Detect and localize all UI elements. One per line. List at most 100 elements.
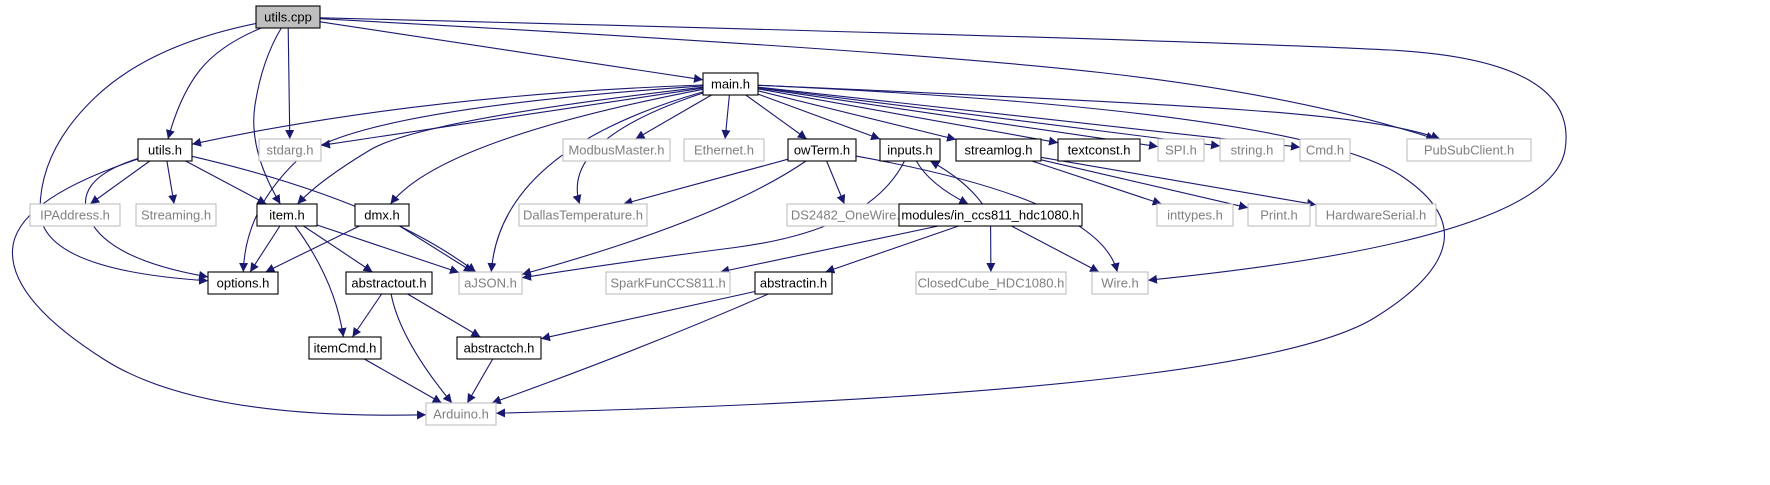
node-label-ccs811_h: modules/in_ccs811_hdc1080.h — [901, 208, 1079, 223]
edge-main_h-to-options_h — [239, 85, 704, 273]
node-box-utils_h[interactable] — [137, 138, 193, 162]
node-box-sparkfun_h — [605, 271, 731, 295]
node-utils_h[interactable]: utils.h — [137, 138, 193, 162]
node-box-streaming_h — [135, 203, 217, 227]
node-box-ccs811_h[interactable] — [898, 203, 1083, 227]
edge-main_h-to-owterm_h — [745, 94, 808, 140]
node-main_h[interactable]: main.h — [702, 72, 759, 96]
node-box-arduino_h — [425, 402, 497, 426]
edge-main_h-to-item_h — [296, 86, 704, 205]
node-abstractch_h[interactable]: abstractch.h — [456, 336, 542, 360]
node-box-textconst_h[interactable] — [1057, 138, 1141, 162]
edge-utils_cpp-to-main_h — [319, 21, 704, 83]
node-label-print_h: Print.h — [1260, 208, 1298, 223]
node-cmd_h: Cmd.h — [1299, 138, 1351, 162]
edge-streamlog_h-to-inttypes_h — [1031, 160, 1162, 206]
node-box-hwserial_h — [1315, 203, 1437, 227]
node-box-closedcube_h — [915, 271, 1067, 295]
node-box-itemcmd_h[interactable] — [308, 336, 382, 360]
node-label-string_h: string.h — [1231, 143, 1274, 158]
node-label-ajson_h: aJSON.h — [464, 276, 517, 291]
edge-utils_h-to-item_h — [185, 160, 267, 205]
edge-streamlog_h-to-hwserial_h — [1040, 156, 1317, 208]
node-box-utils_cpp[interactable] — [255, 5, 321, 29]
node-box-options_h[interactable] — [207, 271, 279, 295]
node-box-abstractout_h[interactable] — [345, 271, 433, 295]
node-box-inputs_h[interactable] — [879, 138, 941, 162]
edge-abstractin_h-to-abstractch_h — [540, 290, 756, 342]
node-box-main_h[interactable] — [702, 72, 759, 96]
node-item_h[interactable]: item.h — [256, 203, 318, 227]
edge-streamlog_h-to-print_h — [1040, 159, 1249, 211]
node-inttypes_h: inttypes.h — [1156, 203, 1234, 227]
node-box-item_h[interactable] — [256, 203, 318, 227]
edge-main_h-to-string_h — [757, 86, 1221, 150]
edge-layer — [11, 17, 1567, 420]
node-textconst_h[interactable]: textconst.h — [1057, 138, 1141, 162]
node-modbus_h: ModbusMaster.h — [562, 138, 671, 162]
node-ds2482_h: DS2482_OneWire.h — [786, 203, 912, 227]
edge-abstractout_h-to-abstractch_h — [407, 293, 481, 338]
edge-dmx_h-to-ajson_h — [399, 225, 474, 273]
edge-owterm_h-to-ajson_h — [521, 160, 807, 277]
node-box-ipaddress_h — [29, 203, 121, 227]
node-abstractout_h[interactable]: abstractout.h — [345, 271, 433, 295]
node-box-print_h — [1247, 203, 1311, 227]
edge-ccs811_h-to-wire_h — [1011, 225, 1100, 273]
node-ccs811_h[interactable]: modules/in_ccs811_hdc1080.h — [898, 203, 1083, 227]
edge-utils_h-to-streaming_h — [166, 160, 178, 205]
node-ethernet_h: Ethernet.h — [683, 138, 765, 162]
node-spi_h: SPI.h — [1157, 138, 1205, 162]
node-label-options_h: options.h — [217, 276, 270, 291]
edge-main_h-to-stdarg_h — [320, 87, 704, 149]
edge-utils_cpp-to-item_h — [253, 27, 282, 205]
edge-ccs811_h-to-sparkfun_h — [720, 225, 939, 275]
node-ipaddress_h: IPAddress.h — [29, 203, 121, 227]
node-label-abstractout_h: abstractout.h — [351, 276, 426, 291]
node-dmx_h[interactable]: dmx.h — [354, 203, 410, 227]
node-box-wire_h — [1091, 271, 1149, 295]
edge-main_h-to-ajson_h — [487, 91, 704, 273]
node-label-utils_cpp: utils.cpp — [264, 10, 312, 25]
node-label-owterm_h: owTerm.h — [794, 143, 850, 158]
edge-item_h-to-ajson_h — [316, 224, 460, 274]
edge-abstractin_h-to-arduino_h — [491, 293, 769, 405]
edge-inputs_h-to-ccs811_h — [915, 160, 969, 205]
node-box-streamlog_h[interactable] — [955, 138, 1042, 162]
node-label-arduino_h: Arduino.h — [433, 407, 489, 422]
node-label-dallas_h: DallasTemperature.h — [523, 208, 643, 223]
node-pubsub_h: PubSubClient.h — [1406, 138, 1532, 162]
edge-abstractout_h-to-itemcmd_h — [351, 293, 383, 338]
node-streamlog_h[interactable]: streamlog.h — [955, 138, 1042, 162]
node-options_h[interactable]: options.h — [207, 271, 279, 295]
edge-main_h-to-spi_h — [757, 87, 1159, 150]
edge-abstractout_h-to-arduino_h — [390, 293, 453, 404]
node-abstractin_h[interactable]: abstractin.h — [754, 271, 833, 295]
edge-main_h-to-cmd_h — [757, 86, 1301, 151]
node-utils_cpp[interactable]: utils.cpp — [255, 5, 321, 29]
node-label-streamlog_h: streamlog.h — [965, 143, 1033, 158]
node-label-ipaddress_h: IPAddress.h — [40, 208, 110, 223]
node-box-dmx_h[interactable] — [354, 203, 410, 227]
node-closedcube_h: ClosedCube_HDC1080.h — [915, 271, 1067, 295]
edge-utils_cpp-to-utils_h — [166, 27, 262, 140]
node-label-closedcube_h: ClosedCube_HDC1080.h — [918, 276, 1065, 291]
node-label-main_h: main.h — [711, 77, 750, 92]
node-box-owterm_h[interactable] — [787, 138, 857, 162]
edge-utils_cpp-to-options_h — [39, 22, 257, 285]
node-owterm_h[interactable]: owTerm.h — [787, 138, 857, 162]
node-ajson_h: aJSON.h — [458, 271, 523, 295]
node-streaming_h: Streaming.h — [135, 203, 217, 227]
edge-utils_cpp-to-stdarg_h — [285, 27, 295, 140]
edge-main_h-to-textconst_h — [757, 88, 1059, 146]
node-label-pubsub_h: PubSubClient.h — [1424, 143, 1514, 158]
node-dallas_h: DallasTemperature.h — [518, 203, 648, 227]
node-box-abstractch_h[interactable] — [456, 336, 542, 360]
node-arduino_h: Arduino.h — [425, 402, 497, 426]
node-wire_h: Wire.h — [1091, 271, 1149, 295]
node-box-abstractin_h[interactable] — [754, 271, 833, 295]
node-label-ethernet_h: Ethernet.h — [694, 143, 754, 158]
node-itemcmd_h[interactable]: itemCmd.h — [308, 336, 382, 360]
node-inputs_h[interactable]: inputs.h — [879, 138, 941, 162]
